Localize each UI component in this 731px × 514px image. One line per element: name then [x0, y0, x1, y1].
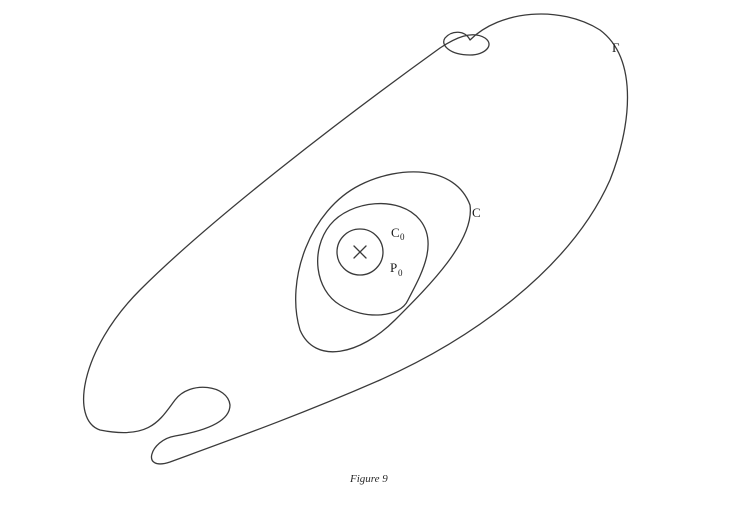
circle-c0: [336, 228, 384, 276]
figure-caption: Figure 9: [349, 473, 388, 485]
curve-gamma: [82, 13, 629, 465]
label-c0: C: [391, 225, 400, 240]
label-p0-subscript: 0: [398, 268, 403, 278]
label-p0: P: [390, 260, 397, 275]
label-c: C: [472, 205, 481, 220]
curve-c: [295, 171, 471, 353]
center-cross-icon: [353, 245, 367, 259]
label-gamma: Γ: [612, 40, 620, 55]
label-c0-subscript: 0: [400, 232, 405, 242]
curve-p0: [317, 202, 429, 316]
